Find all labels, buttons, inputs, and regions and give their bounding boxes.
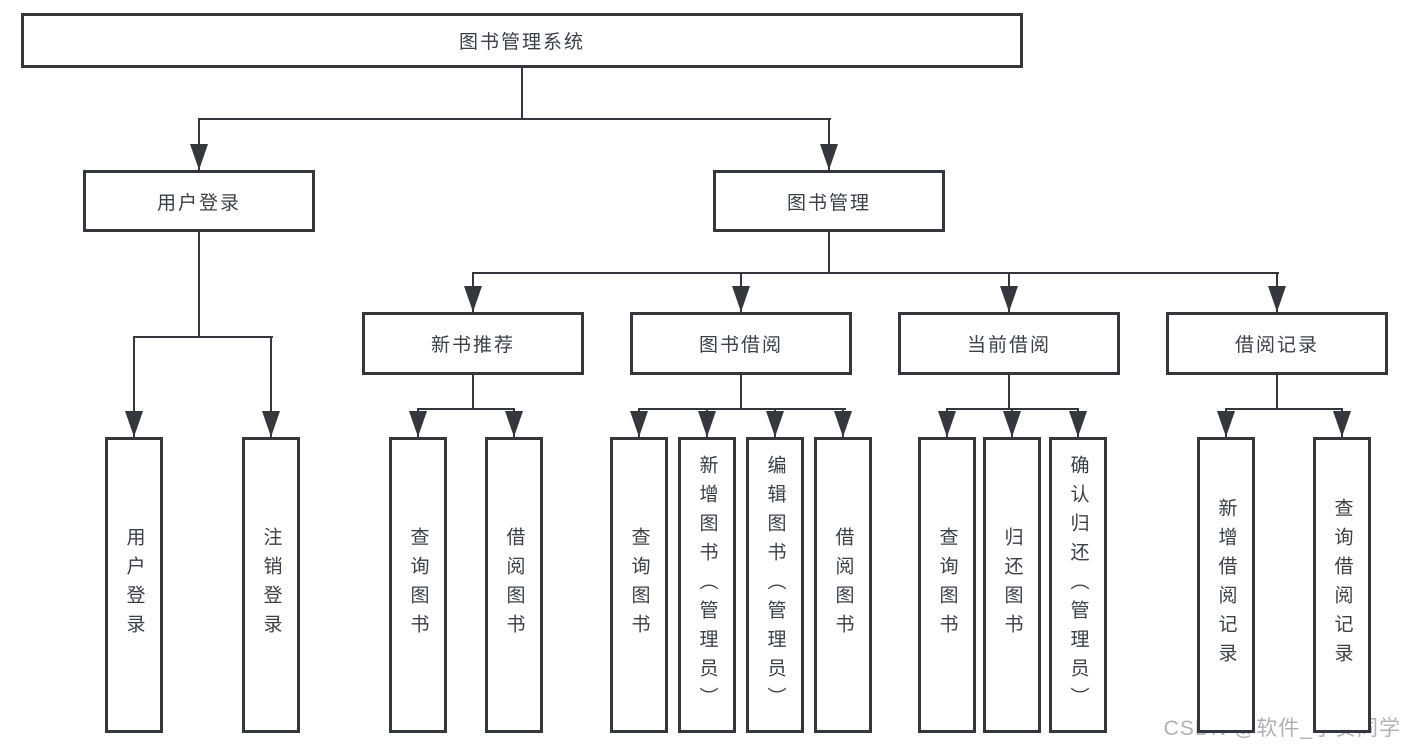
node-nbr-borrow: 借阅图书	[485, 437, 543, 733]
node-cb-confirm: 确认归还（管理员）	[1049, 437, 1107, 733]
node-nbr-query: 查询图书	[389, 437, 447, 733]
connector-line	[1225, 408, 1343, 410]
arrow-down-icon	[1003, 411, 1021, 437]
node-bb-edit: 编辑图书（管理员）	[746, 437, 804, 733]
node-br-add: 新增借阅记录	[1197, 437, 1255, 733]
arrow-down-icon	[1333, 411, 1351, 437]
arrow-down-icon	[820, 144, 838, 170]
arrow-down-icon	[505, 411, 523, 437]
arrow-down-icon	[262, 411, 280, 437]
connector-line	[740, 375, 742, 408]
arrow-down-icon	[732, 286, 750, 312]
arrow-down-icon	[125, 411, 143, 437]
arrow-down-icon	[464, 286, 482, 312]
arrow-down-icon	[1268, 286, 1286, 312]
arrow-down-icon	[630, 411, 648, 437]
connector-line	[472, 375, 474, 408]
connector-line	[638, 408, 846, 410]
connector-line	[828, 232, 830, 272]
connector-line	[198, 118, 831, 120]
connector-line	[270, 336, 272, 437]
node-bb-query: 查询图书	[610, 437, 668, 733]
arrow-down-icon	[766, 411, 784, 437]
connector-line	[1276, 375, 1278, 408]
node-br-query: 查询借阅记录	[1313, 437, 1371, 733]
arrow-down-icon	[409, 411, 427, 437]
arrow-down-icon	[1000, 286, 1018, 312]
node-current-borrow: 当前借阅	[898, 312, 1120, 375]
connector-line	[472, 272, 1279, 274]
node-cb-query: 查询图书	[918, 437, 976, 733]
arrow-down-icon	[938, 411, 956, 437]
connector-line	[521, 68, 523, 120]
arrow-down-icon	[698, 411, 716, 437]
connector-line	[198, 232, 200, 336]
arrow-down-icon	[834, 411, 852, 437]
connector-line	[133, 336, 135, 437]
node-cb-return: 归还图书	[983, 437, 1041, 733]
connector-line	[1008, 375, 1010, 408]
node-bb-add: 新增图书（管理员）	[678, 437, 736, 733]
node-logout-leaf: 注销登录	[242, 437, 300, 733]
connector-line	[417, 408, 515, 410]
node-new-book-rec: 新书推荐	[362, 312, 584, 375]
connector-line	[133, 336, 273, 338]
arrow-down-icon	[1217, 411, 1235, 437]
arrow-down-icon	[190, 144, 208, 170]
node-bb-borrow: 借阅图书	[814, 437, 872, 733]
arrow-down-icon	[1069, 411, 1087, 437]
node-root: 图书管理系统	[21, 13, 1023, 68]
node-book-mgmt: 图书管理	[713, 170, 945, 232]
node-user-login: 用户登录	[83, 170, 315, 232]
node-borrow-record: 借阅记录	[1166, 312, 1388, 375]
node-book-borrow: 图书借阅	[630, 312, 852, 375]
node-login-leaf: 用户登录	[105, 437, 163, 733]
